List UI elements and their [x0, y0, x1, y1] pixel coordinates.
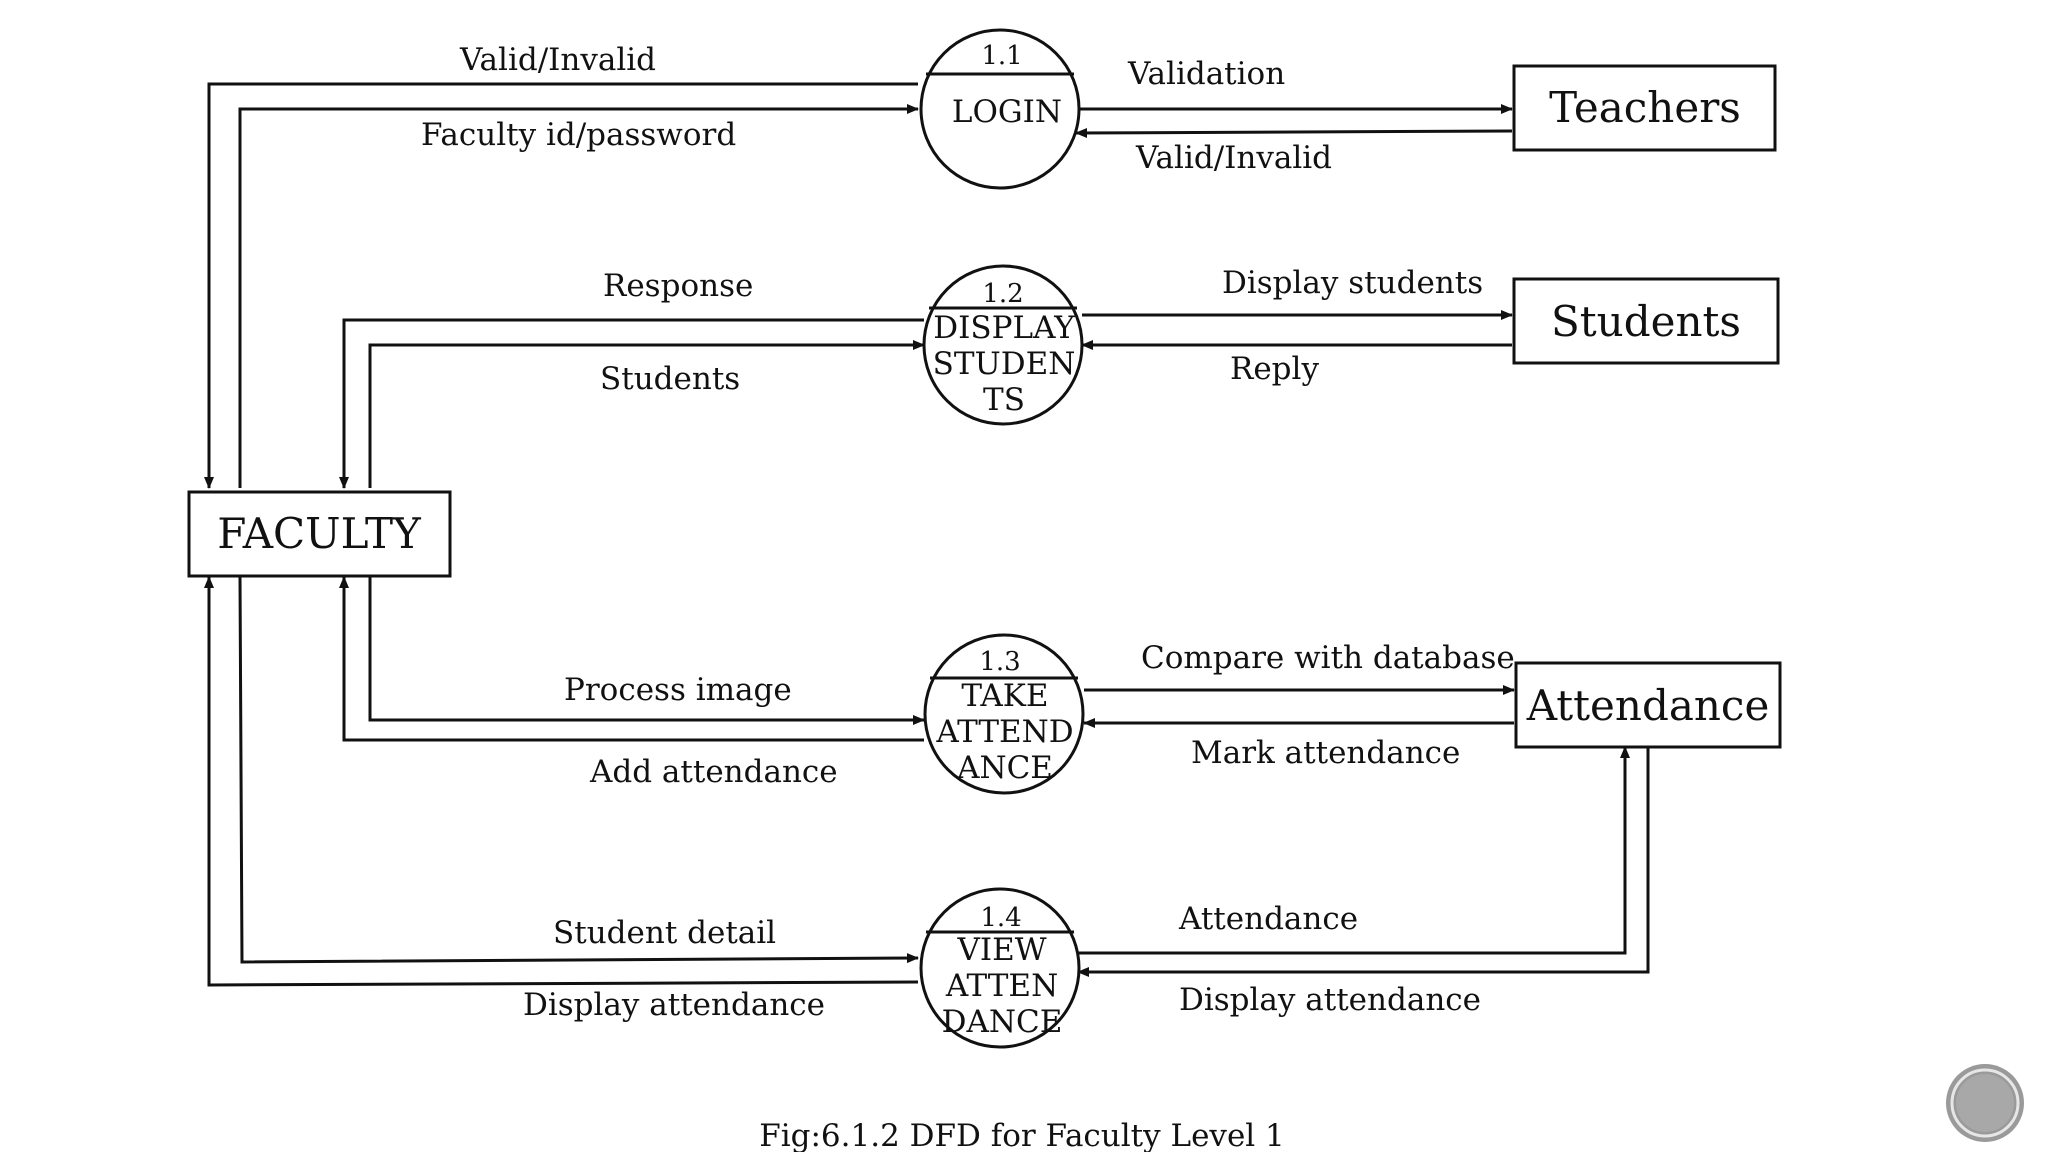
- label-display-to-students: Display students: [1222, 265, 1483, 301]
- flow-view-to-attendance: [1078, 746, 1630, 955]
- entity-teachers[interactable]: Teachers: [1512, 64, 1777, 152]
- flow-display-to-faculty: [339, 318, 924, 489]
- process-1-3-number: 1.3: [979, 647, 1020, 677]
- label-faculty-to-take: Process image: [564, 672, 792, 708]
- entity-faculty-label: FACULTY: [217, 509, 422, 558]
- flow-view-to-faculty: [204, 576, 919, 987]
- process-1-2-number: 1.2: [982, 279, 1023, 309]
- flow-faculty-to-take: [368, 577, 925, 725]
- process-1-3-take-attendance[interactable]: 1.3 TAKE ATTEND ANCE: [923, 633, 1085, 795]
- label-faculty-to-display: Students: [600, 361, 740, 397]
- process-1-1-line-1: LOGIN: [952, 94, 1062, 130]
- label-view-to-faculty: Display attendance: [523, 987, 825, 1023]
- process-1-3-line-2: ATTEND: [935, 714, 1073, 750]
- label-login-to-teachers: Validation: [1127, 56, 1285, 92]
- entity-attendance-label: Attendance: [1526, 681, 1770, 730]
- flow-login-to-faculty: [204, 82, 918, 489]
- entity-teachers-label: Teachers: [1549, 83, 1741, 132]
- process-1-4-line-2: ATTEN: [945, 968, 1058, 1004]
- label-faculty-to-view: Student detail: [553, 915, 776, 951]
- label-display-to-faculty: Response: [603, 268, 753, 304]
- process-1-4-number: 1.4: [980, 903, 1021, 933]
- flow-teachers-to-login: [1075, 127, 1513, 138]
- label-view-to-attendance: Attendance: [1178, 901, 1358, 937]
- label-take-to-faculty: Add attendance: [589, 754, 838, 790]
- process-1-2-line-3: TS: [983, 382, 1025, 418]
- entity-faculty[interactable]: FACULTY: [187, 490, 452, 578]
- process-1-3-line-3: ANCE: [956, 750, 1053, 786]
- flow-lines: [204, 82, 1650, 987]
- flow-faculty-to-login: [238, 104, 919, 488]
- figure-caption: Fig:6.1.2 DFD for Faculty Level 1: [759, 1118, 1285, 1152]
- label-students-to-display: Reply: [1230, 351, 1319, 387]
- process-1-2-line-1: DISPLAY: [933, 310, 1075, 346]
- label-teachers-to-login: Valid/Invalid: [1135, 140, 1332, 176]
- circle-nav-button-icon[interactable]: [1946, 1064, 2024, 1142]
- entity-students-label: Students: [1551, 297, 1741, 346]
- flow-faculty-to-display: [368, 340, 925, 488]
- label-take-to-attendance: Compare with database: [1141, 640, 1515, 676]
- flow-labels: Valid/Invalid Faculty id/password Valida…: [421, 42, 1515, 1023]
- process-1-1-number: 1.1: [981, 41, 1022, 71]
- flow-attendance-to-view: [1077, 747, 1650, 977]
- flow-faculty-to-view: [238, 576, 919, 964]
- label-login-to-faculty: Valid/Invalid: [459, 42, 656, 78]
- process-1-2-line-2: STUDEN: [933, 346, 1076, 382]
- process-1-4-line-1: VIEW: [956, 932, 1046, 968]
- process-1-3-line-1: TAKE: [961, 678, 1048, 714]
- entity-students[interactable]: Students: [1512, 277, 1780, 365]
- label-faculty-to-login: Faculty id/password: [421, 117, 736, 153]
- label-attendance-to-take: Mark attendance: [1191, 735, 1460, 771]
- label-attendance-to-view: Display attendance: [1179, 982, 1481, 1018]
- process-1-2-display-students[interactable]: 1.2 DISPLAY STUDEN TS: [922, 264, 1084, 426]
- process-1-1-login[interactable]: 1.1 LOGIN: [919, 28, 1081, 190]
- process-1-4-line-3: DANCE: [942, 1004, 1063, 1040]
- entity-attendance[interactable]: Attendance: [1514, 661, 1782, 749]
- process-1-4-view-attendance[interactable]: 1.4 VIEW ATTEN DANCE: [919, 887, 1081, 1049]
- flow-take-to-faculty: [339, 576, 924, 742]
